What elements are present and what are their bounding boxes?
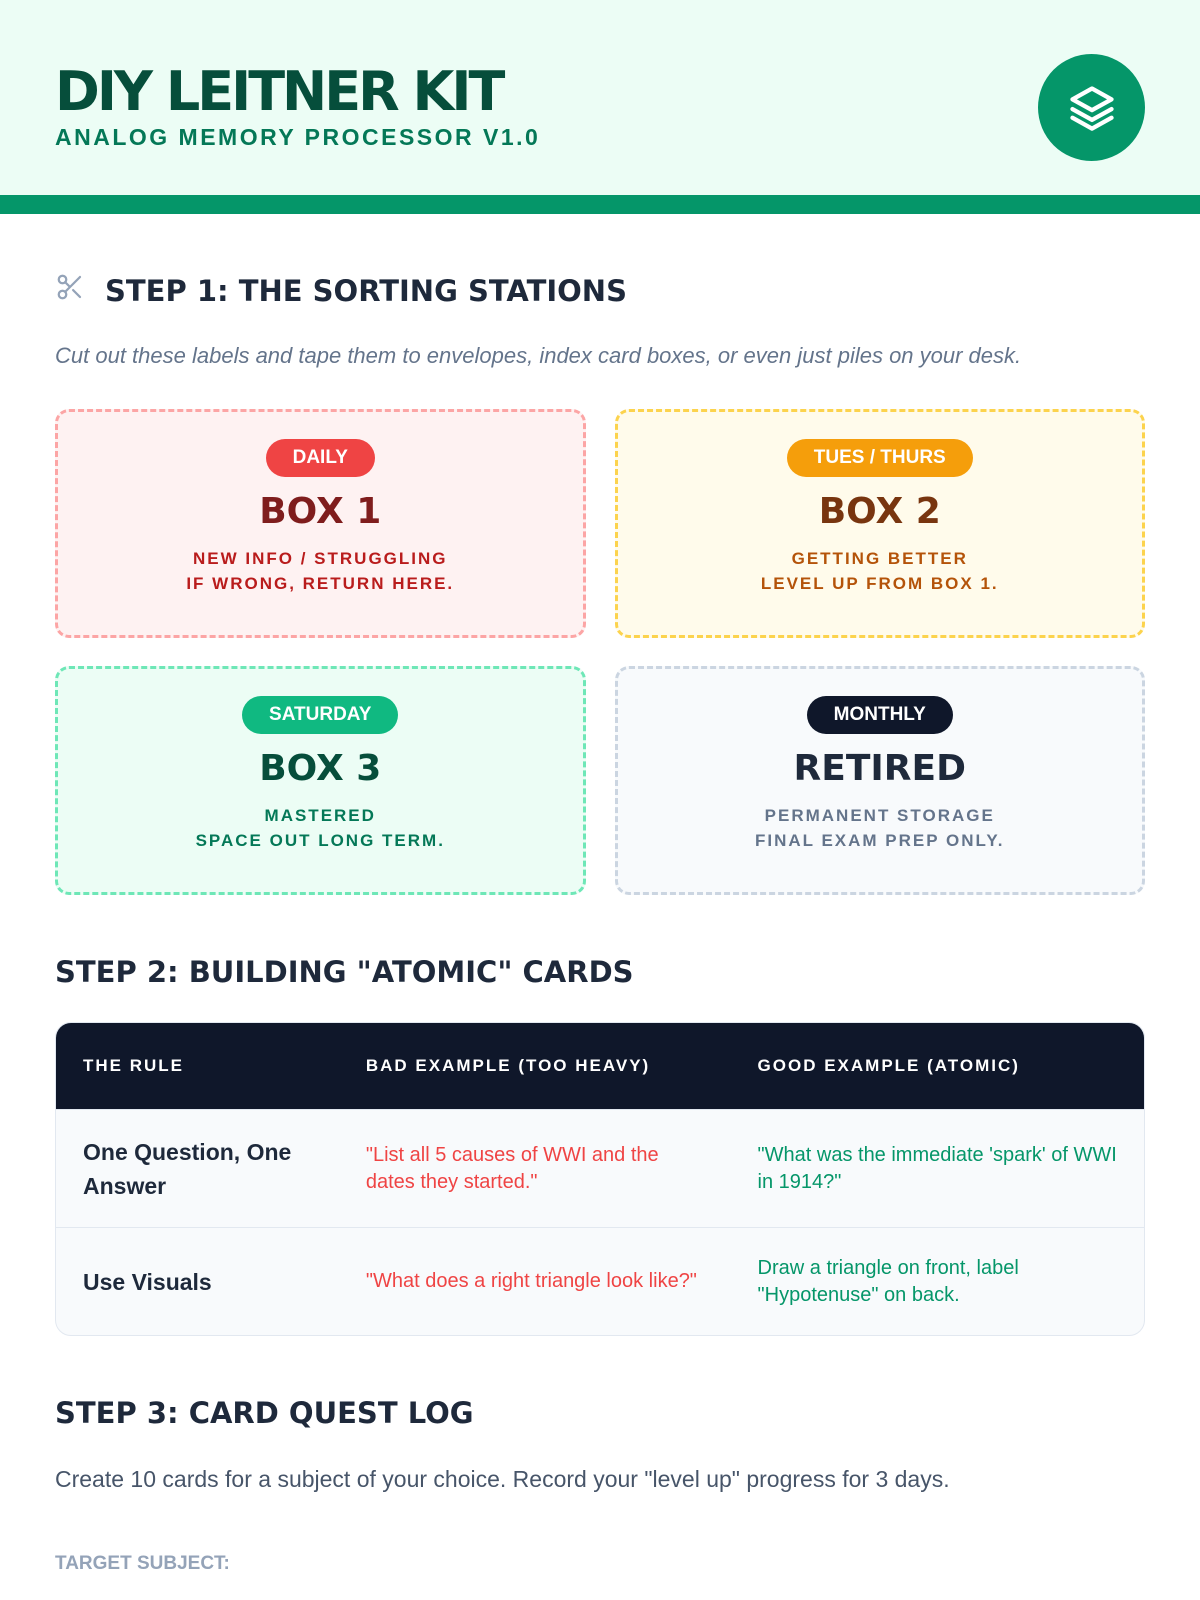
page-title: DIY LEITNER KIT	[55, 60, 505, 123]
retired-box-label: MONTHLY RETIRED PERMANENT STORAGE FINAL E…	[614, 666, 1145, 895]
box-desc-line: IF WRONG, RETURN HERE.	[186, 574, 455, 593]
page-subtitle: ANALOG MEMORY PROCESSOR V1.0	[55, 124, 541, 150]
rule-cell: Use Visuals	[56, 1227, 339, 1335]
box-tag: SATURDAY	[242, 696, 399, 734]
target-subject-label: TARGET SUBJECT:	[55, 1553, 230, 1574]
box-name: BOX 1	[259, 491, 382, 532]
box-desc-line: NEW INFO / STRUGGLING	[193, 549, 448, 568]
box-desc-line: MASTERED	[264, 806, 376, 825]
step3-instructions: Create 10 cards for a subject of your ch…	[55, 1466, 950, 1492]
box-1-label: DAILY BOX 1 NEW INFO / STRUGGLING IF WRON…	[55, 409, 586, 638]
table-header-row: THE RULE BAD EXAMPLE (TOO HEAVY) GOOD EX…	[56, 1023, 1144, 1109]
good-example-cell: Draw a triangle on front, label "Hypoten…	[730, 1227, 1144, 1335]
box-desc-line: GETTING BETTER	[791, 549, 968, 568]
column-header: BAD EXAMPLE (TOO HEAVY)	[338, 1023, 731, 1109]
step1-heading: STEP 1: THE SORTING STATIONS	[55, 272, 1145, 309]
scissors-icon	[55, 272, 85, 309]
box-tag: TUES / THURS	[786, 439, 973, 477]
step1-intro: Cut out these labels and tape them to en…	[55, 343, 1022, 368]
box-desc-line: PERMANENT STORAGE	[764, 806, 995, 825]
header: DIY LEITNER KIT ANALOG MEMORY PROCESSOR …	[0, 0, 1200, 214]
step2-title: STEP 2: BUILDING "ATOMIC" CARDS	[55, 955, 634, 989]
box-2-label: TUES / THURS BOX 2 GETTING BETTER LEVEL U…	[614, 409, 1145, 638]
box-desc-line: FINAL EXAM PREP ONLY.	[754, 831, 1005, 850]
box-desc: MASTERED SPACE OUT LONG TERM.	[196, 803, 445, 853]
box-tag: DAILY	[265, 439, 375, 477]
table-row: One Question, One Answer "List all 5 cau…	[56, 1109, 1144, 1227]
good-example-cell: "What was the immediate 'spark' of WWI i…	[730, 1109, 1144, 1227]
box-3-label: SATURDAY BOX 3 MASTERED SPACE OUT LONG TE…	[55, 666, 586, 895]
step3-title: STEP 3: CARD QUEST LOG	[55, 1396, 474, 1430]
column-header: THE RULE	[56, 1023, 339, 1109]
atomic-cards-table: THE RULE BAD EXAMPLE (TOO HEAVY) GOOD EX…	[55, 1022, 1145, 1336]
bad-example-cell: "What does a right triangle look like?"	[338, 1227, 731, 1335]
box-tag: MONTHLY	[806, 696, 953, 734]
box-desc-line: LEVEL UP FROM BOX 1.	[760, 574, 999, 593]
layers-icon	[1038, 54, 1145, 161]
box-name: BOX 3	[259, 748, 382, 789]
column-header: GOOD EXAMPLE (ATOMIC)	[730, 1023, 1144, 1109]
step1-title: STEP 1: THE SORTING STATIONS	[105, 273, 627, 308]
box-desc: NEW INFO / STRUGGLING IF WRONG, RETURN HE…	[186, 546, 454, 596]
box-name: RETIRED	[793, 748, 966, 789]
box-desc-line: SPACE OUT LONG TERM.	[195, 831, 445, 850]
box-name: BOX 2	[818, 491, 941, 532]
table-row: Use Visuals "What does a right triangle …	[56, 1227, 1144, 1335]
rule-cell: One Question, One Answer	[56, 1109, 339, 1227]
box-desc: GETTING BETTER LEVEL UP FROM BOX 1.	[761, 546, 999, 596]
box-desc: PERMANENT STORAGE FINAL EXAM PREP ONLY.	[755, 803, 1005, 853]
bad-example-cell: "List all 5 causes of WWI and the dates …	[338, 1109, 731, 1227]
